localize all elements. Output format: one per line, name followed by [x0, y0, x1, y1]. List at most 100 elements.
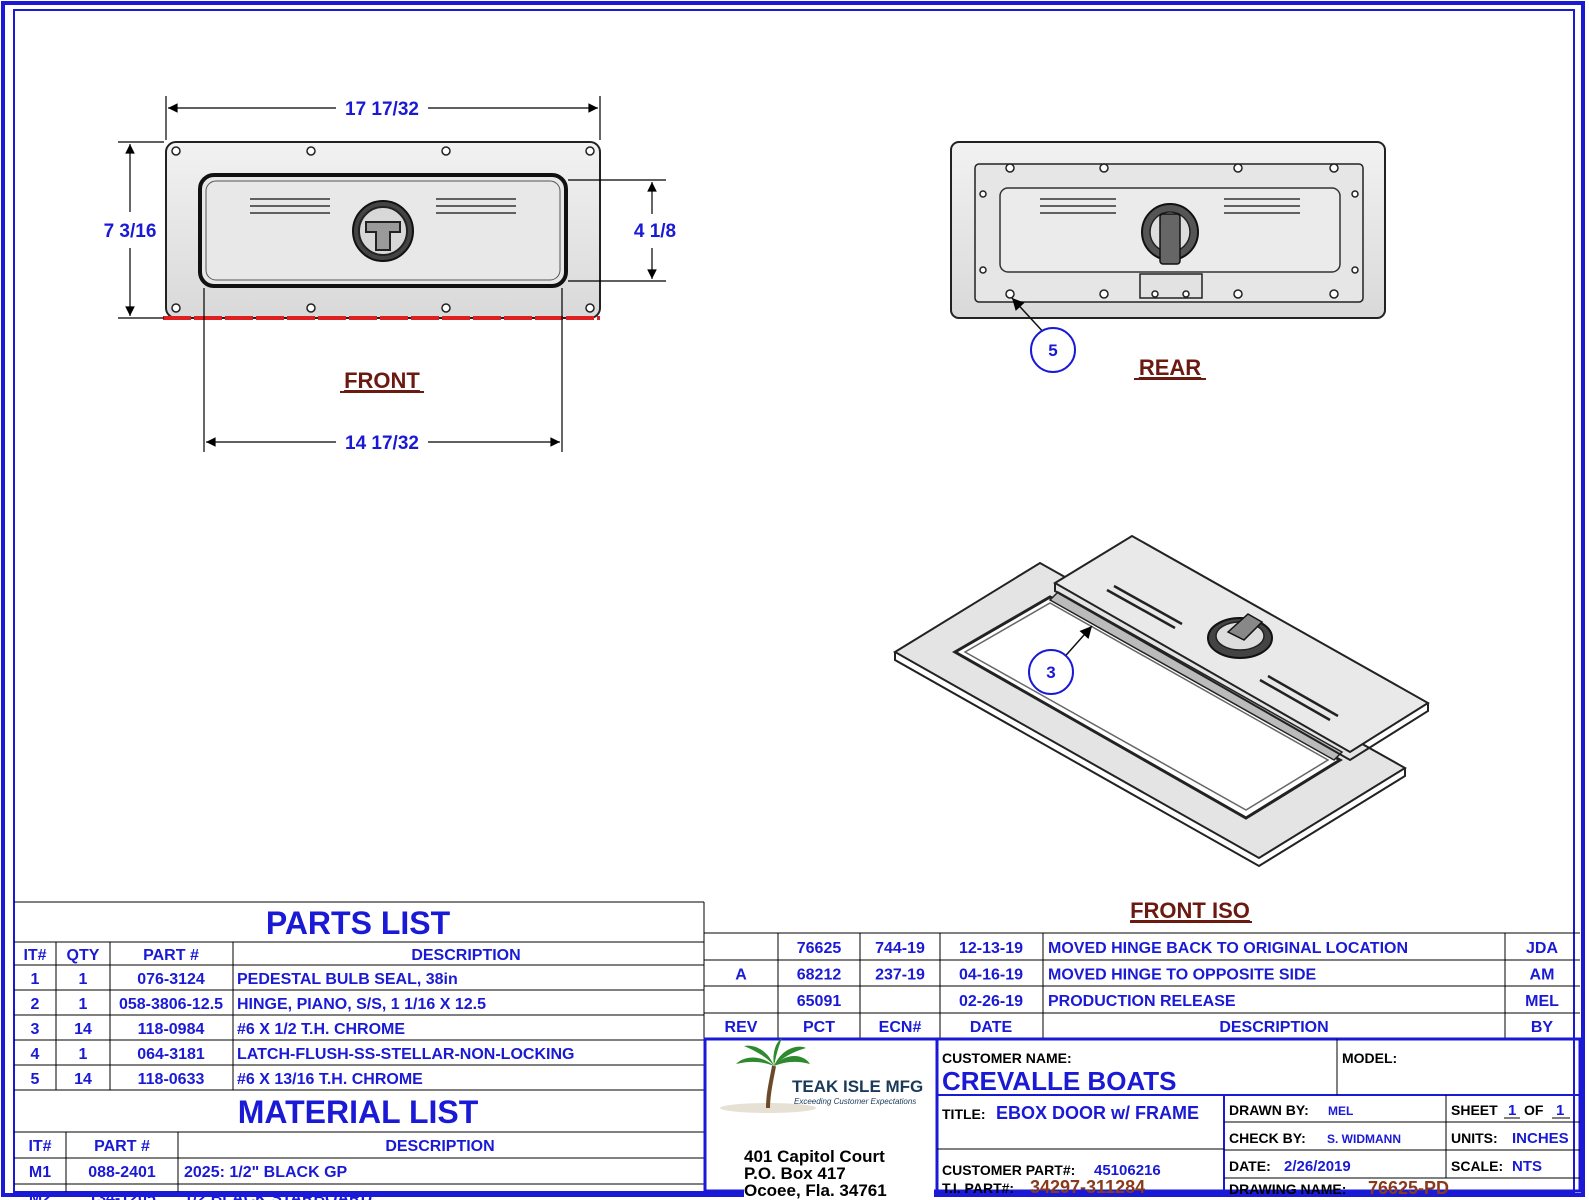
- check-by: S. WIDMANN: [1327, 1132, 1401, 1146]
- company-tagline: Exceeding Customer Expectations: [794, 1097, 916, 1106]
- revision-cell: 237-19: [875, 967, 925, 984]
- sheet-of-label: OF: [1524, 1102, 1544, 1118]
- front-label: FRONT: [344, 368, 420, 393]
- ti-part-row: T.I. PART#: 34297-311284: [936, 1177, 1226, 1198]
- material-header-cell: IT#: [28, 1138, 51, 1155]
- parts-cell: 118-0984: [138, 1021, 205, 1038]
- revision-header-cell: ECN#: [879, 1019, 922, 1036]
- front-screws: [171, 146, 595, 313]
- parts-cell: 2: [31, 996, 40, 1013]
- revision-header-cell: PCT: [803, 1019, 835, 1036]
- drawing-title: EBOX DOOR w/ FRAME: [996, 1103, 1199, 1123]
- title-label: TITLE:: [942, 1106, 986, 1122]
- dim-inner-width: 14 17/32: [345, 433, 419, 454]
- material-cell: M2: [29, 1190, 51, 1200]
- drawing-name: 76625-PD: [1368, 1178, 1450, 1198]
- drawing-name-row: DRAWING NAME: 76625-PD: [1226, 1178, 1576, 1198]
- rear-leader: [1011, 297, 1047, 336]
- dim-inner-height-lines: [568, 179, 666, 282]
- date: 2/26/2019: [1284, 1158, 1351, 1175]
- iso-label: FRONT ISO: [1130, 898, 1250, 923]
- parts-cell: 3: [31, 1021, 40, 1038]
- material-list-title: MATERIAL LIST: [238, 1094, 479, 1130]
- rear-label: REAR: [1139, 355, 1201, 380]
- material-cell: 1/2 BLACK STARBOARD: [184, 1190, 372, 1200]
- revision-cell: 04-16-19: [959, 967, 1023, 984]
- rear-screws: [979, 163, 1359, 299]
- front-vents: [250, 198, 516, 214]
- rear-vents: [1040, 198, 1300, 214]
- revision-cell: 02-26-19: [959, 993, 1023, 1010]
- model-label: MODEL:: [1342, 1050, 1397, 1066]
- drawn-by: MEL: [1328, 1104, 1353, 1118]
- customer-part-label: CUSTOMER PART#:: [942, 1162, 1075, 1178]
- revision-cell: PRODUCTION RELEASE: [1048, 993, 1236, 1010]
- revision-cell: 744-19: [875, 940, 925, 957]
- units: INCHES: [1512, 1130, 1569, 1147]
- parts-cell: 058-3806-12.5: [119, 996, 223, 1013]
- front-door-inner: [205, 180, 561, 281]
- parts-list-title: PARTS LIST: [266, 905, 451, 941]
- material-cell: 2025: 1/2" BLACK GP: [184, 1164, 348, 1181]
- material-cell: 088-2401: [88, 1164, 156, 1181]
- material-cell: M1: [29, 1164, 51, 1181]
- address-3: Ocoee, Fla. 34761: [744, 1181, 887, 1200]
- ti-part: 34297-311284: [1030, 1177, 1146, 1197]
- parts-cell: 1: [79, 996, 88, 1013]
- revision-cell: MEL: [1525, 993, 1559, 1010]
- iso-view: 3: [893, 534, 1430, 868]
- parts-list: [14, 901, 705, 1192]
- dim-inner-height: 4 1/8: [634, 221, 676, 242]
- iso-hinge: [1048, 591, 1344, 761]
- scale-label: SCALE:: [1451, 1158, 1503, 1174]
- check-by-label: CHECK BY:: [1229, 1130, 1306, 1146]
- sheet-total: 1: [1556, 1102, 1564, 1119]
- parts-cell: LATCH-FLUSH-SS-STELLAR-NON-LOCKING: [237, 1046, 574, 1063]
- customer-part: 45106216: [1094, 1162, 1161, 1179]
- parts-header-cell: PART #: [143, 947, 199, 964]
- scale: NTS: [1512, 1158, 1542, 1175]
- address-1: 401 Capitol Court: [744, 1147, 885, 1166]
- revision-cell: 68212: [797, 967, 842, 984]
- parts-cell: PEDESTAL BULB SEAL, 38in: [237, 971, 458, 988]
- date-label: DATE:: [1229, 1158, 1271, 1174]
- revision-cell: A: [735, 967, 747, 984]
- front-view: 17 17/32 7 3/16 4 1/8 14 17/32 FRONT: [104, 96, 676, 454]
- material-header-cell: PART #: [94, 1138, 150, 1155]
- sheet-num: 1: [1508, 1102, 1516, 1119]
- revision-cell: 65091: [797, 993, 842, 1010]
- customer-name-label: CUSTOMER NAME:: [942, 1050, 1072, 1066]
- rear-balloon: [1030, 327, 1076, 373]
- drawing-name-label: DRAWING NAME:: [1229, 1181, 1347, 1197]
- iso-balloon-num: 3: [1046, 663, 1055, 682]
- revision-header-cell: DATE: [970, 1019, 1013, 1036]
- parts-cell: 1: [79, 1046, 88, 1063]
- parts-header-cell: IT#: [23, 947, 46, 964]
- material-cell: 134-1205: [88, 1190, 156, 1200]
- rear-view: 5 REAR: [950, 141, 1386, 380]
- revision-cell: MOVED HINGE TO OPPOSITE SIDE: [1048, 967, 1317, 984]
- parts-cell: 5: [31, 1071, 40, 1088]
- parts-cell: 118-0633: [138, 1071, 205, 1088]
- parts-cell: HINGE, PIANO, S/S, 1 1/16 X 12.5: [237, 996, 486, 1013]
- parts-cell: 076-3124: [137, 971, 205, 988]
- address-2: P.O. Box 417: [744, 1164, 846, 1183]
- dim-inner-width-lines: [203, 288, 563, 452]
- drawn-by-label: DRAWN BY:: [1229, 1102, 1309, 1118]
- title-block: [703, 1037, 1582, 1193]
- units-label: UNITS:: [1451, 1130, 1498, 1146]
- company-logo: TEAK ISLE MFG Exceeding Customer Expecta…: [720, 1038, 923, 1113]
- company-name: TEAK ISLE MFG: [792, 1077, 923, 1096]
- revision-cell: 12-13-19: [959, 940, 1023, 957]
- revision-header-cell: DESCRIPTION: [1219, 1019, 1328, 1036]
- dim-width: 17 17/32: [345, 99, 419, 120]
- iso-vents: [1106, 584, 1339, 722]
- parts-cell: #6 X 13/16 T.H. CHROME: [237, 1071, 423, 1088]
- parts-cell: 4: [31, 1046, 40, 1063]
- rear-balloon-num: 5: [1048, 341, 1057, 360]
- parts-header-cell: DESCRIPTION: [411, 947, 520, 964]
- revision-cell: JDA: [1526, 940, 1558, 957]
